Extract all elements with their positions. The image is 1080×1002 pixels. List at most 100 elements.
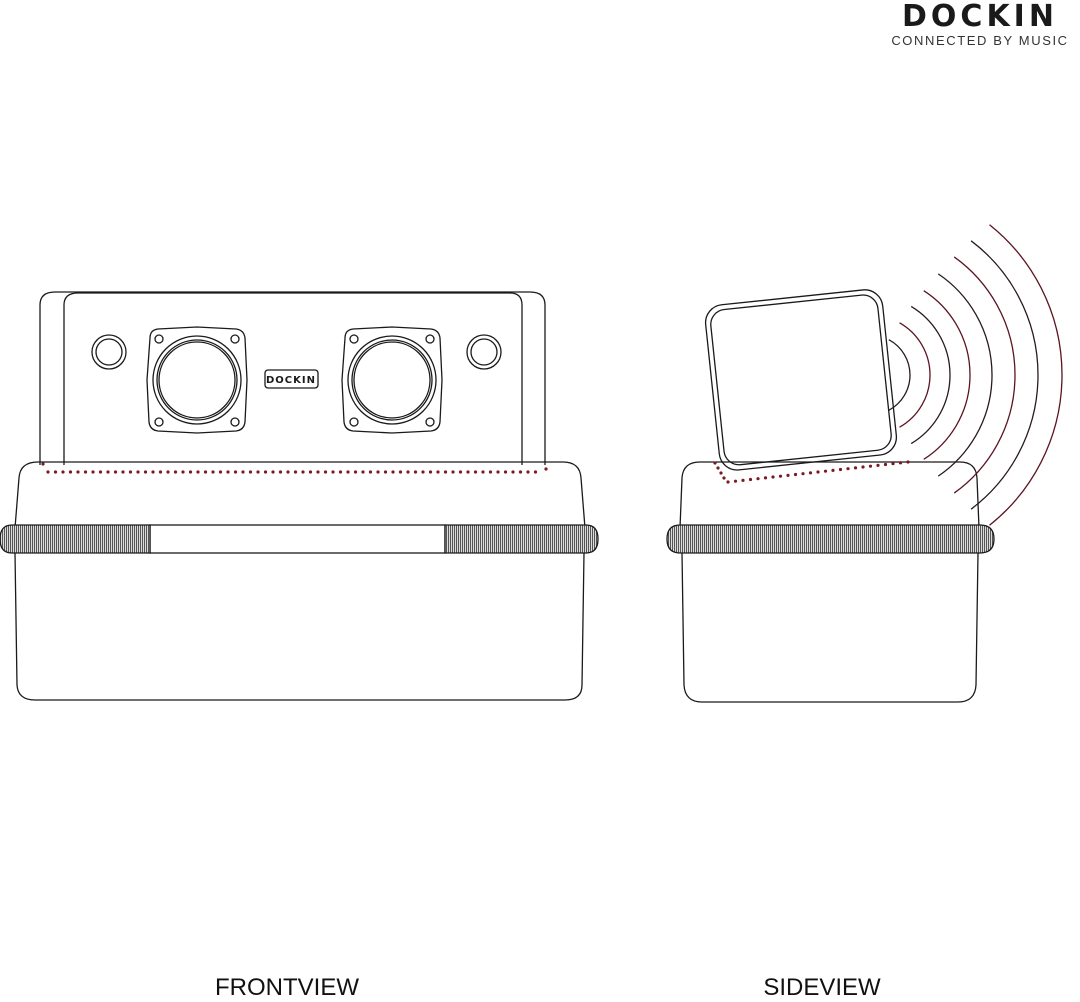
left-driver [146,326,248,434]
base-lid [14,461,586,529]
dot [488,470,493,474]
sound-wave-arc [937,273,993,477]
dot [786,473,790,477]
front-dotted-line [41,462,548,474]
speaker-logo-text: DOCKIN [266,375,316,386]
sound-wave-arc [989,224,1063,526]
dot [898,461,903,465]
dot [166,470,170,474]
dot [271,470,275,474]
dot [353,470,358,474]
dot [61,470,65,474]
side-view [666,289,995,703]
dot [136,470,140,474]
dot [151,470,155,474]
dot [41,462,45,466]
speaker-back-outline [39,291,546,465]
dot [316,470,320,474]
dot [883,462,888,467]
dot [46,470,50,474]
left-band [0,524,151,554]
dot [458,470,463,474]
base-body [14,552,585,701]
dot [121,470,125,474]
dot [173,470,178,474]
dot [436,470,440,474]
dot [778,474,783,478]
sound-wave-arc [888,339,911,411]
dot [544,467,548,471]
dot [861,465,865,469]
dot [241,470,245,474]
dot [218,470,223,474]
dot [91,470,95,474]
dot [533,470,538,474]
dot [801,472,805,476]
base-front-panel [149,524,446,554]
dot [876,463,880,467]
dot [301,470,305,474]
dot [278,470,283,474]
sound-wave-arc [953,256,1016,494]
speaker-logo-badge [264,369,319,389]
right-band [444,524,599,554]
dot [831,468,835,472]
dot [368,470,373,474]
dot [722,476,726,480]
dot [518,470,523,474]
dot [158,470,163,474]
dot [113,470,118,474]
dot [823,469,828,473]
dot [233,470,238,474]
frontview-label: FRONTVIEW [215,974,359,1001]
dot [451,470,455,474]
dot [481,470,485,474]
dot [741,478,745,482]
dot [816,470,820,474]
dot [106,470,110,474]
dot [846,467,850,471]
dot [398,470,403,474]
dot [838,467,843,472]
dot [181,470,185,474]
dot [421,470,425,474]
dot [443,470,448,474]
dot [196,470,200,474]
dot [53,470,58,474]
sound-wave-arc [910,305,951,445]
front-view [0,291,599,701]
dot [428,470,433,474]
dot [716,466,720,470]
dot [748,477,753,482]
dot [756,477,760,481]
dot [338,470,343,474]
dot [503,470,508,474]
dot [293,470,298,474]
dot [68,470,73,474]
dot [496,470,500,474]
dot [346,470,350,474]
dot [868,464,873,468]
speaker-face [63,292,523,465]
dot [226,470,230,474]
sound-wave-arc [923,290,971,460]
sound-wave-arc [970,240,1039,510]
dot [331,470,335,474]
brand-name: DOCKIN [902,0,1058,34]
dot [473,470,478,474]
right-driver [341,326,443,434]
dot [248,470,253,474]
dot [891,462,895,466]
brand-logo: DOCKIN CONNECTED BY MUSIC [880,0,1080,48]
dot [128,470,133,474]
dot [763,476,768,480]
side-base-body [681,552,979,703]
dot [376,470,380,474]
dot [203,470,208,474]
sideview-label: SIDEVIEW [763,974,881,1001]
dot [83,470,88,474]
dot [793,472,798,477]
brand-tagline: CONNECTED BY MUSIC [891,33,1069,48]
dot [211,470,215,474]
dot [263,470,268,474]
